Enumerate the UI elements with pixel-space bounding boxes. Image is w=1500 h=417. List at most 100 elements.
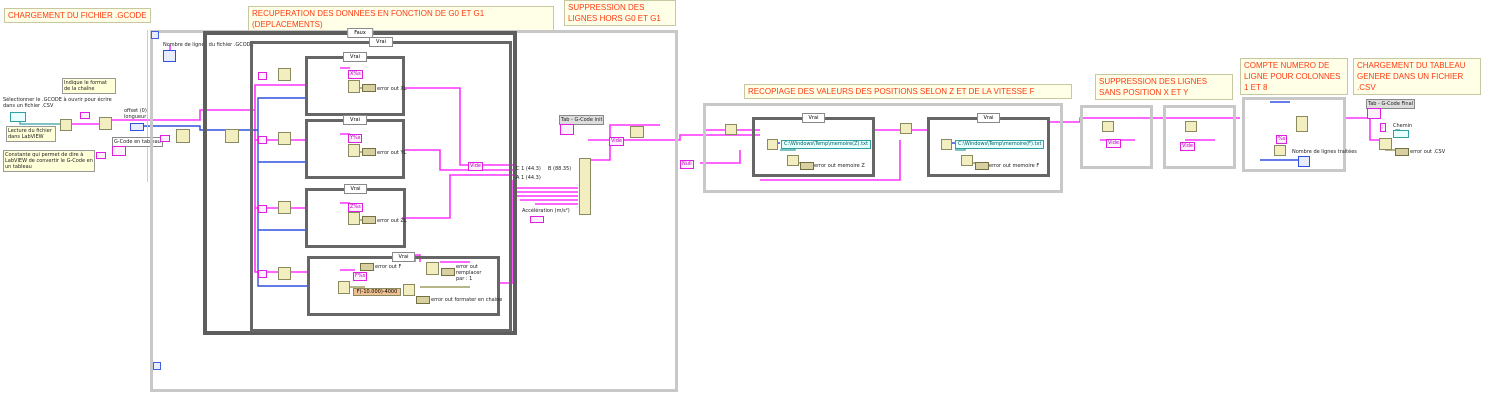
search-y-node[interactable] [278, 132, 291, 145]
error-csv-indicator[interactable] [1395, 148, 1409, 156]
scan-f-node[interactable] [338, 281, 350, 294]
sequence-frame-2 [703, 103, 1063, 193]
label-select-file: Sélectionner le .GCODE à ouvrir pour écr… [3, 97, 112, 109]
null-constant[interactable]: Null [680, 160, 694, 169]
const-x-index[interactable] [258, 72, 267, 80]
const-y-index[interactable] [258, 136, 267, 144]
error-formater-indicator[interactable] [416, 296, 430, 304]
nb-lignes-traitees-indicator[interactable] [1298, 156, 1310, 167]
case-f[interactable]: Vrai [307, 252, 500, 316]
write-z-node[interactable] [787, 155, 799, 166]
format-constant[interactable] [80, 112, 90, 119]
search-z-node[interactable] [278, 201, 291, 214]
match-pattern-node[interactable] [225, 129, 239, 143]
search-x-node[interactable] [278, 68, 291, 81]
label-constante: Constante qui permet de dire à LabVIEW d… [3, 150, 95, 172]
index-node-4[interactable] [1102, 121, 1114, 132]
index-f-node[interactable] [941, 139, 952, 150]
vide-constant-4[interactable]: Vide [1180, 142, 1195, 151]
case-selector-y[interactable]: Vrai [343, 115, 367, 125]
error-f-indicator[interactable] [360, 263, 374, 271]
case-selector-faux[interactable]: Faux [347, 28, 373, 38]
nb-lignes-indicator[interactable] [163, 50, 176, 62]
spreadsheet-string-to-array-node[interactable] [99, 117, 112, 130]
index-node-3[interactable] [900, 123, 912, 134]
case-selector-vrai[interactable]: Vrai [369, 37, 393, 47]
write-spreadsheet-node[interactable] [1379, 138, 1392, 150]
constant-index[interactable] [160, 135, 170, 142]
number-to-string-node[interactable] [1274, 145, 1286, 156]
label-chemin: Chemin [1393, 123, 1413, 129]
path-z-constant[interactable]: C:\Windows\Temp\memoire(Z).txt [781, 140, 871, 149]
index-node-5[interactable] [1185, 121, 1197, 132]
delete-lines-node[interactable] [630, 126, 644, 138]
search-f-node[interactable] [278, 267, 291, 280]
note-compte: COMPTE NUMERO DE LIGNE POUR COLONNES 1 E… [1240, 58, 1348, 95]
write-f-node[interactable] [961, 155, 973, 166]
file-path-control[interactable] [10, 112, 26, 122]
label-tab-final: Tab - G-Code Final [1366, 99, 1416, 109]
case-memoire-z[interactable]: Vrai [752, 113, 875, 177]
case-selector-x[interactable]: Vrai [343, 52, 367, 62]
index-array-node[interactable] [176, 129, 190, 143]
note-suppression-g0g1: SUPPRESSION DES LIGNES HORS G0 ET G1 [564, 0, 676, 26]
error-y-indicator[interactable] [362, 148, 376, 156]
case-x[interactable]: Vrai [305, 52, 405, 116]
tab-final-indicator[interactable] [1367, 108, 1381, 119]
offset-control[interactable] [130, 123, 144, 131]
case-selector-z[interactable]: Vrai [343, 184, 368, 194]
vide-constant-1[interactable]: Vide [468, 162, 483, 171]
format-into-string-node[interactable] [403, 284, 415, 296]
case-z[interactable]: Vrai [305, 184, 406, 248]
iteration-count [153, 362, 161, 370]
format-constant-2[interactable]: %s [1276, 135, 1288, 144]
case-y[interactable]: Vrai [305, 115, 405, 179]
label-acceleration: Accélération (m/s²) [522, 208, 570, 214]
case-selector-mem-f[interactable]: Vrai [976, 113, 1001, 123]
array-type-constant[interactable] [96, 152, 106, 159]
label-error-x: error out XL [377, 86, 407, 92]
const-f-format[interactable]: F%s [353, 272, 368, 281]
build-array-node[interactable] [579, 158, 591, 215]
case-memoire-f[interactable]: Vrai [927, 113, 1050, 177]
case-selector-mem-z[interactable]: Vrai [801, 113, 826, 123]
vide-constant-3[interactable]: Vide [1106, 139, 1121, 148]
label-error-remplacer: error out remplacer par : 1 [456, 264, 482, 282]
chemin-control[interactable] [1393, 130, 1409, 138]
case-structure-vrai[interactable]: Vrai [250, 37, 512, 332]
vide-constant-2[interactable]: Vide [609, 137, 624, 146]
label-offset: offset (0) longueur [124, 108, 147, 120]
case-structure-faux[interactable]: Faux [203, 28, 517, 335]
label-error-mem-f: error out memoire F [989, 163, 1040, 169]
path-f-constant[interactable]: C:\Windows\Temp\memoire(F).txt [955, 140, 1045, 149]
index-node-2[interactable] [725, 124, 737, 135]
replace-subset-node[interactable] [1296, 116, 1308, 132]
index-z-node[interactable] [767, 139, 778, 150]
error-mem-f-indicator[interactable] [975, 162, 989, 170]
scan-x-node[interactable] [348, 80, 360, 93]
const-z-format[interactable]: Z%s [348, 203, 363, 212]
scan-y-node[interactable] [348, 144, 360, 157]
error-remplacer-indicator[interactable] [441, 268, 455, 276]
semicolon-constant[interactable]: ; [1380, 123, 1386, 132]
case-selector-f[interactable]: Vrai [391, 252, 416, 262]
format-f-constant[interactable]: F(-10.000)-4000 [353, 288, 401, 296]
error-mem-z-indicator[interactable] [800, 162, 814, 170]
read-text-file-node[interactable] [60, 119, 72, 131]
label-c: C 1 (44.3) [516, 166, 541, 172]
const-f-index[interactable] [258, 270, 267, 278]
label-error-f: error out F [375, 264, 402, 270]
error-z-indicator[interactable] [362, 216, 376, 224]
acceleration-control[interactable] [530, 216, 544, 223]
search-replace-node[interactable] [426, 262, 439, 275]
const-x-format[interactable]: X%s [348, 70, 363, 79]
tab-init-indicator[interactable] [560, 124, 574, 135]
scan-z-node[interactable] [348, 212, 360, 225]
label-error-y: error out YL [377, 150, 407, 156]
error-x-indicator[interactable] [362, 84, 376, 92]
const-z-index[interactable] [258, 205, 267, 213]
const-y-format[interactable]: Y%s [348, 134, 363, 143]
label-nb-lignes-traitees: Nombre de lignes traitées [1292, 149, 1357, 155]
label-b: B (88.35) [548, 166, 572, 172]
gcode-tableau-indicator[interactable] [112, 146, 126, 156]
